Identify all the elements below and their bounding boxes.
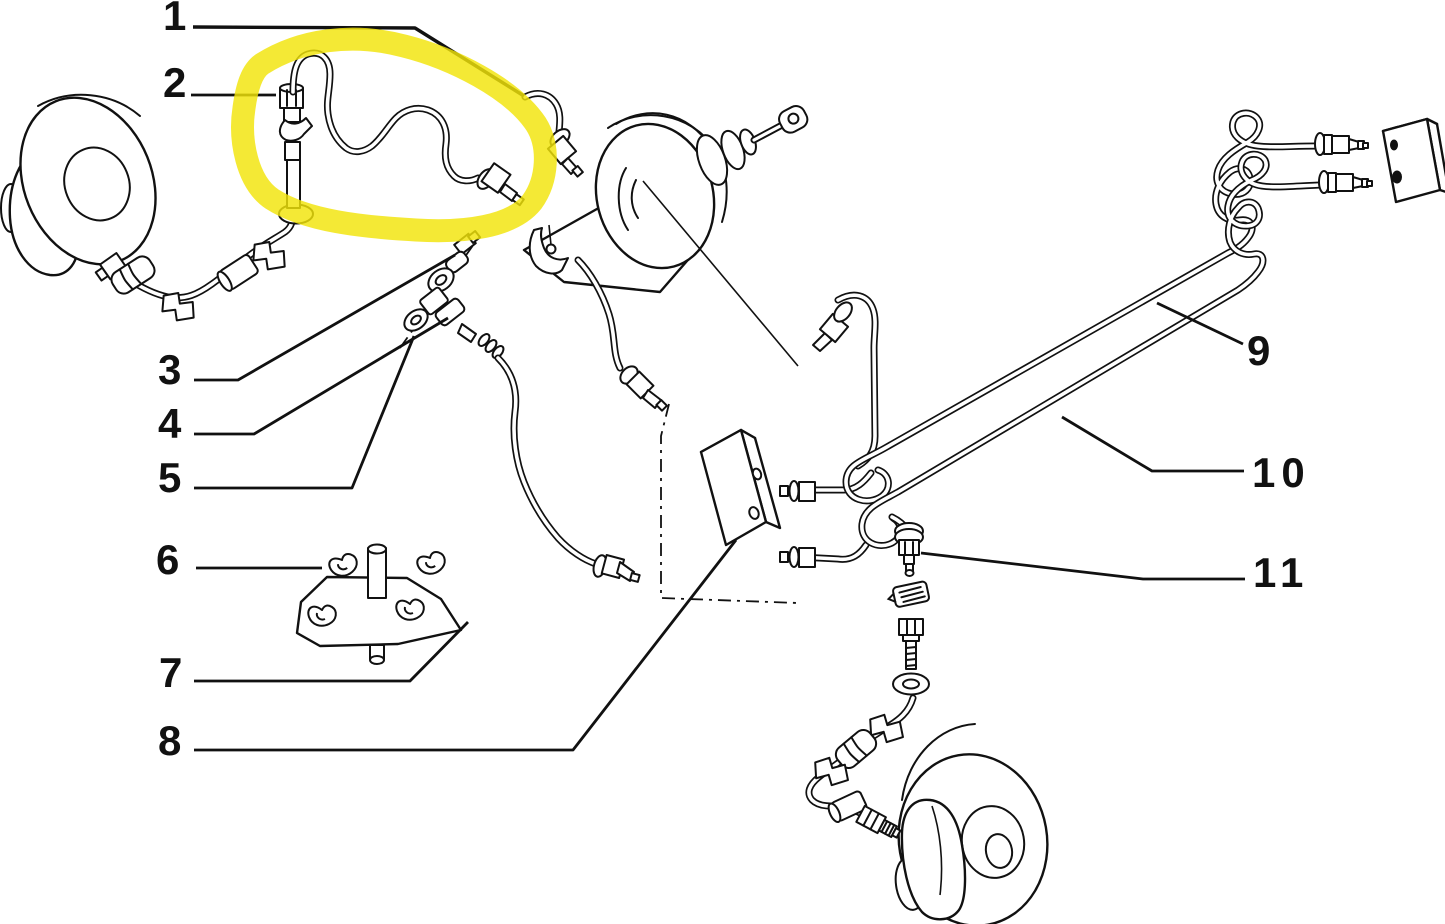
sealing-washer — [892, 672, 930, 696]
rear-brake-disc — [894, 723, 1049, 924]
hose-bellows — [834, 728, 878, 770]
retaining-clip — [886, 580, 930, 608]
rear-brake-pipe-9 — [842, 109, 1322, 505]
callout-11-label: 11 — [1253, 549, 1309, 596]
brake-booster — [594, 105, 809, 367]
front-bleed-fitting — [94, 252, 128, 282]
bleed-fitting — [888, 513, 924, 577]
callout-1-label: 1 — [163, 0, 186, 39]
rear-feed-pipe — [812, 291, 879, 470]
hose-clip — [814, 756, 849, 787]
union-nut — [279, 83, 304, 109]
callout-6-label: 6 — [156, 536, 179, 583]
callout-7-label: 7 — [159, 649, 182, 696]
banjo-bolt — [898, 618, 924, 670]
callout-7-leader — [194, 621, 469, 683]
front-left-brake-disc — [0, 93, 157, 277]
callout-3-leader — [194, 253, 456, 382]
pipe-connector-block — [1381, 117, 1445, 204]
callout-9-leader — [1156, 301, 1244, 346]
pipe-end-fitting — [1314, 132, 1369, 156]
master-cylinder-pipe — [574, 256, 799, 604]
callout-5-label: 5 — [158, 454, 181, 501]
rear-caliper — [900, 798, 967, 921]
callout-8-label: 8 — [158, 717, 181, 764]
callout-labels: 1 2 3 4 5 6 7 8 9 10 11 — [156, 0, 1311, 764]
callout-4-leader — [194, 316, 449, 436]
hose-clip — [869, 713, 904, 744]
callout-9-label: 9 — [1247, 327, 1270, 374]
callout-5-leader — [194, 335, 416, 490]
highlight-marker — [231, 27, 557, 243]
pipe-end-fitting — [1318, 170, 1373, 194]
hose-end-fitting — [827, 790, 868, 824]
junction-valve-block — [699, 428, 782, 547]
callout-10-leader — [1061, 415, 1244, 473]
master-cylinder — [695, 128, 757, 186]
bracket-tab — [278, 117, 313, 142]
pipe-fittings-cluster — [399, 229, 505, 359]
pipe-clip-bracket — [295, 543, 463, 665]
rear-brake-pipe-10 — [858, 150, 1326, 549]
callout-8-leader — [194, 539, 738, 752]
valve-block-pipes — [779, 469, 875, 568]
callout-11-leader — [920, 551, 1245, 581]
caliper-bolt — [855, 804, 902, 839]
hose-clip — [161, 291, 195, 322]
callout-2-label: 2 — [163, 59, 186, 106]
callout-4-label: 4 — [158, 400, 182, 447]
callout-3-label: 3 — [158, 346, 181, 393]
intermediate-brake-pipe — [494, 354, 641, 583]
callout-10-label: 10 — [1252, 449, 1311, 496]
rear-brake-hose — [805, 694, 917, 839]
panel-edge-line — [642, 180, 799, 367]
hose-union — [216, 254, 259, 292]
hose-clip — [252, 240, 286, 271]
push-rod-clevis — [750, 105, 809, 144]
highlighted-brake-pipe — [289, 49, 525, 207]
front-hose-bellows — [110, 255, 156, 295]
